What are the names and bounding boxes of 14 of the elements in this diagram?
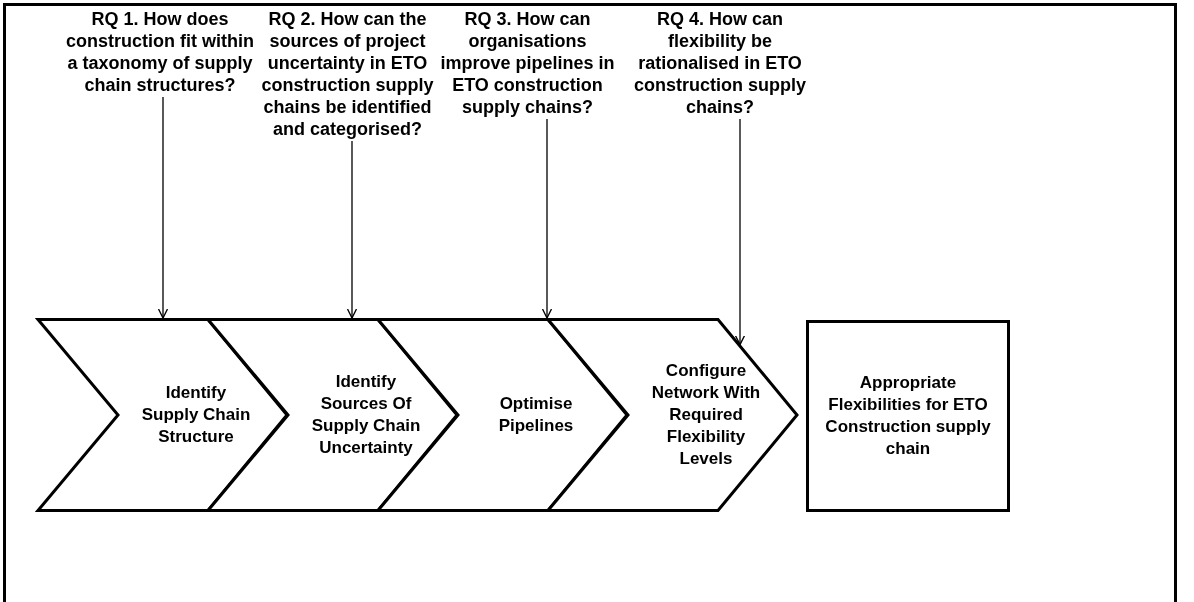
step-label: Optimise Pipelines xyxy=(497,393,575,437)
step-label: Configure Network With Required Flexibility Levels xyxy=(650,360,762,470)
arrow xyxy=(734,118,746,346)
outcome-box xyxy=(806,320,1010,512)
research-question: RQ 3. How can organisations improve pipelines in ETO construction supply chains? xyxy=(435,8,620,118)
chevron-step xyxy=(38,318,288,512)
research-question: RQ 4. How can flexibility be rationalised in ETO construction supply chains? xyxy=(625,8,815,118)
step-label: Identify Sources Of Supply Chain Uncertainty xyxy=(310,371,422,459)
arrow xyxy=(541,118,553,319)
arrow xyxy=(157,96,169,319)
arrow xyxy=(346,140,358,319)
step-label: Identify Supply Chain Structure xyxy=(140,382,252,448)
research-question: RQ 1. How does construction fit within a taxonomy of supply chain structures? xyxy=(60,8,260,96)
outcome-label: Appropriate Flexibilities for ETO Construction supply chain xyxy=(824,372,992,460)
